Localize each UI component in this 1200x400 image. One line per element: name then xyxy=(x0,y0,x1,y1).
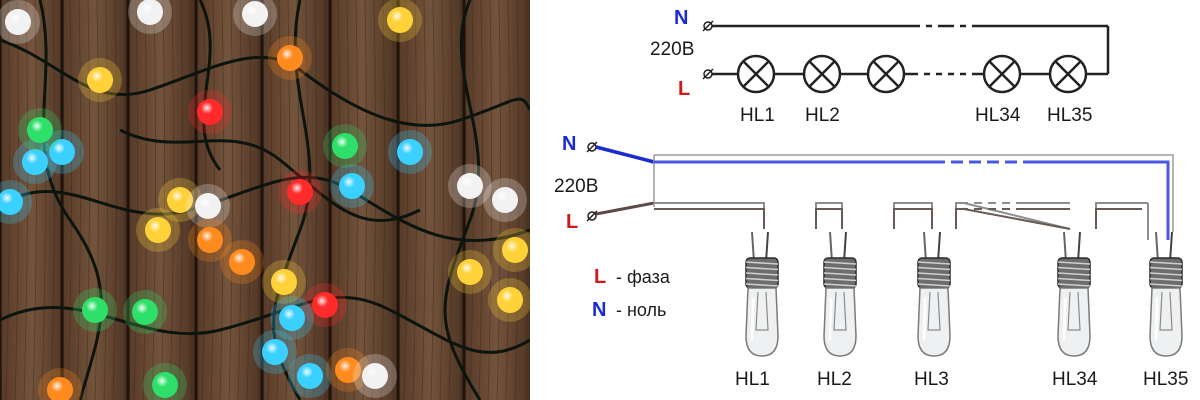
bulb-icon xyxy=(745,231,779,357)
phase-lead-wire xyxy=(595,201,655,216)
garland-wire xyxy=(119,128,421,222)
garland-bulb xyxy=(253,330,297,374)
schematic-phase-label: L xyxy=(678,78,690,100)
garland-bulb xyxy=(288,354,332,398)
phase-wire-chain xyxy=(654,202,1149,240)
garland-bulb xyxy=(128,0,172,34)
legend-symbol: N xyxy=(592,299,606,321)
garland-wire xyxy=(443,0,482,400)
garland-bulb xyxy=(0,0,40,44)
wood-plank xyxy=(332,0,392,400)
garland-bulb xyxy=(220,240,264,284)
lamp-symbol xyxy=(866,54,906,94)
lamp-symbol xyxy=(736,54,776,94)
garland-bulb xyxy=(268,36,312,80)
garland-bulb xyxy=(78,58,122,102)
phase-wire-inner xyxy=(654,208,1142,230)
lamp-symbol xyxy=(982,54,1022,94)
garland-bulb xyxy=(488,278,530,322)
lamp-symbol xyxy=(1048,54,1088,94)
garland-bulb xyxy=(326,348,370,392)
wiring-neutral-label: N xyxy=(562,133,576,155)
schematic-lamp-label: HL34 xyxy=(975,105,1021,126)
garland-bulbs xyxy=(0,0,530,400)
garland-bulb xyxy=(143,363,187,400)
bulb-icon xyxy=(917,231,951,357)
wiring-lamp-label: HL1 xyxy=(735,369,770,390)
garland-bulb xyxy=(483,178,527,222)
garland-bulb xyxy=(270,296,314,340)
garland-photo xyxy=(0,0,530,400)
garland-bulb xyxy=(388,130,432,174)
garland-bulb xyxy=(448,250,492,294)
neutral-lead-wire xyxy=(595,145,655,164)
phase-wire-outer xyxy=(654,202,1142,230)
garland-wire xyxy=(9,175,530,243)
garland-bulb xyxy=(378,0,422,42)
wiring-lamp-label: HL2 xyxy=(817,369,852,390)
legend-text: - фаза xyxy=(616,267,671,287)
neutral-wire xyxy=(654,160,1170,240)
wiring-bulbs xyxy=(745,231,1183,357)
legend-symbol: L xyxy=(594,266,606,288)
garland-bulb xyxy=(188,90,232,134)
bulb-icon xyxy=(823,231,857,357)
garland-bulb xyxy=(493,228,530,272)
garland-bulb xyxy=(303,283,347,327)
wiring-phase-terminal xyxy=(586,210,598,222)
garland-bulb xyxy=(330,164,374,208)
wood-plank xyxy=(400,0,460,400)
garland-bulb xyxy=(448,164,492,208)
garland-bulb xyxy=(278,170,322,214)
garland-bulb xyxy=(73,288,117,332)
garland-bulb xyxy=(186,184,230,228)
schematic: N 220В L xyxy=(650,7,1110,126)
legend: L - фаза N - ноль xyxy=(592,266,671,321)
wiring-voltage-label: 220В xyxy=(554,176,598,197)
wiring-lamp-label: HL3 xyxy=(914,369,949,390)
garland-wire xyxy=(198,0,222,171)
garland-bulb xyxy=(40,130,84,174)
garland-bulb xyxy=(233,0,277,36)
circuit-diagram: N 220В L xyxy=(530,0,1200,400)
wiring-lamp-label: HL34 xyxy=(1052,369,1098,390)
schematic-neutral-label: N xyxy=(674,7,688,29)
garland-bulb xyxy=(262,260,306,304)
legend-text: - ноль xyxy=(616,300,666,320)
garland-bulb xyxy=(353,354,397,398)
wire-casing xyxy=(653,154,1174,232)
schematic-lamp-label: HL35 xyxy=(1047,105,1092,126)
garland-bulb xyxy=(18,108,62,152)
bulb-icon xyxy=(1057,231,1091,357)
garland-bulb xyxy=(0,180,32,224)
garland-bulb xyxy=(123,290,167,334)
garland-bulb xyxy=(323,124,367,168)
garland-bulb xyxy=(38,368,82,400)
wiring-phase-label: L xyxy=(566,211,578,233)
bulb-icon xyxy=(1149,231,1183,357)
wiring: N 220В L xyxy=(554,133,1188,390)
garland-bulb xyxy=(136,208,180,252)
garland-wire xyxy=(38,0,103,400)
garland-bulb xyxy=(13,140,57,184)
schematic-lamp-label: HL2 xyxy=(805,105,840,126)
schematic-lamp-label: HL1 xyxy=(740,105,775,126)
schematic-voltage-label: 220В xyxy=(650,39,694,60)
schematic-lamps xyxy=(736,54,1088,94)
lamp-symbol xyxy=(802,54,842,94)
wiring-lamp-label: HL35 xyxy=(1143,369,1188,390)
garland-bulb xyxy=(188,218,232,262)
garland-bulb xyxy=(158,178,202,222)
